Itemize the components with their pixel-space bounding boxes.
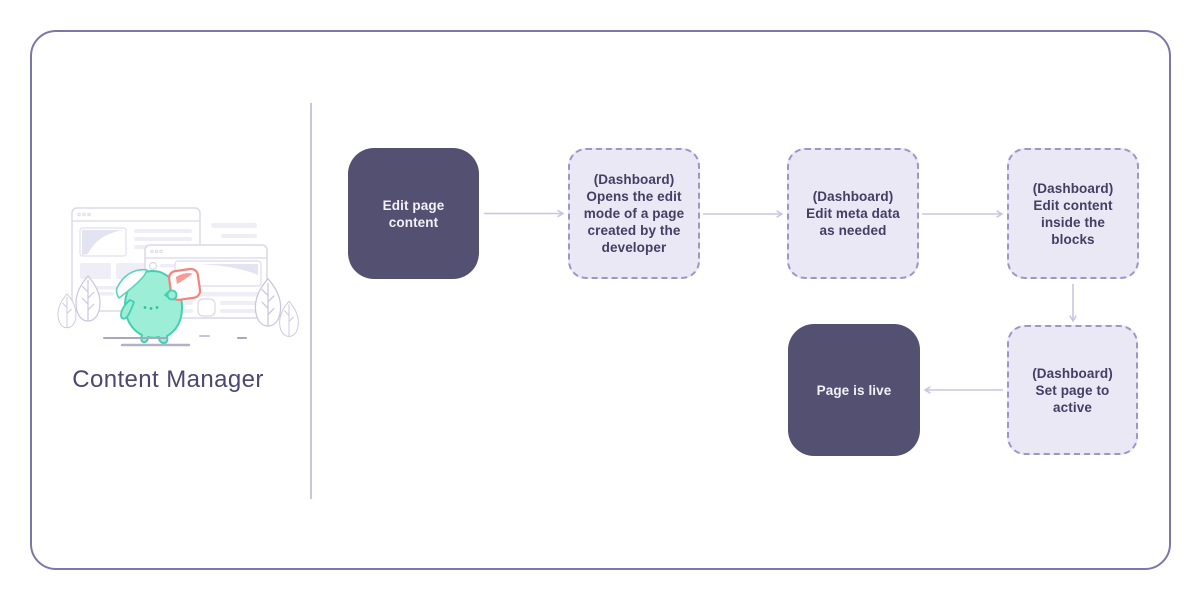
flow-node-label: Edit page content (382, 197, 445, 230)
flow-node-set-page-active: (Dashboard) Set page to active (1007, 325, 1138, 455)
section-divider (310, 103, 312, 499)
flow-node-label: (Dashboard) Set page to active (1032, 365, 1113, 415)
held-card-icon (167, 267, 202, 301)
flow-node-label: (Dashboard) Edit content inside the bloc… (1032, 180, 1114, 247)
flow-node-page-is-live: Page is live (788, 324, 920, 456)
flow-node-edit-meta-data: (Dashboard) Edit meta data as needed (787, 148, 919, 279)
page-title: Content Manager (72, 366, 264, 393)
content-manager-illustration (57, 207, 299, 347)
ground-lines (103, 335, 247, 347)
flow-node-label: Page is live (816, 382, 892, 398)
flow-node-open-edit-mode: (Dashboard) Opens the edit mode of a pag… (568, 148, 700, 279)
leaf-on-head-icon (115, 268, 148, 299)
background-text-lines (211, 223, 257, 238)
flow-node-label: (Dashboard) Opens the edit mode of a pag… (583, 172, 685, 255)
flow-node-label: (Dashboard) Edit meta data as needed (806, 189, 900, 238)
flow-node-edit-content-blocks: (Dashboard) Edit content inside the bloc… (1007, 148, 1139, 279)
flow-node-edit-page-content: Edit page content (348, 148, 479, 279)
leaf-tree-right-icon (254, 277, 299, 337)
mascot-icon (115, 268, 183, 344)
mascot-hand-icon (166, 289, 178, 301)
leaf-tree-left-icon (57, 275, 101, 329)
